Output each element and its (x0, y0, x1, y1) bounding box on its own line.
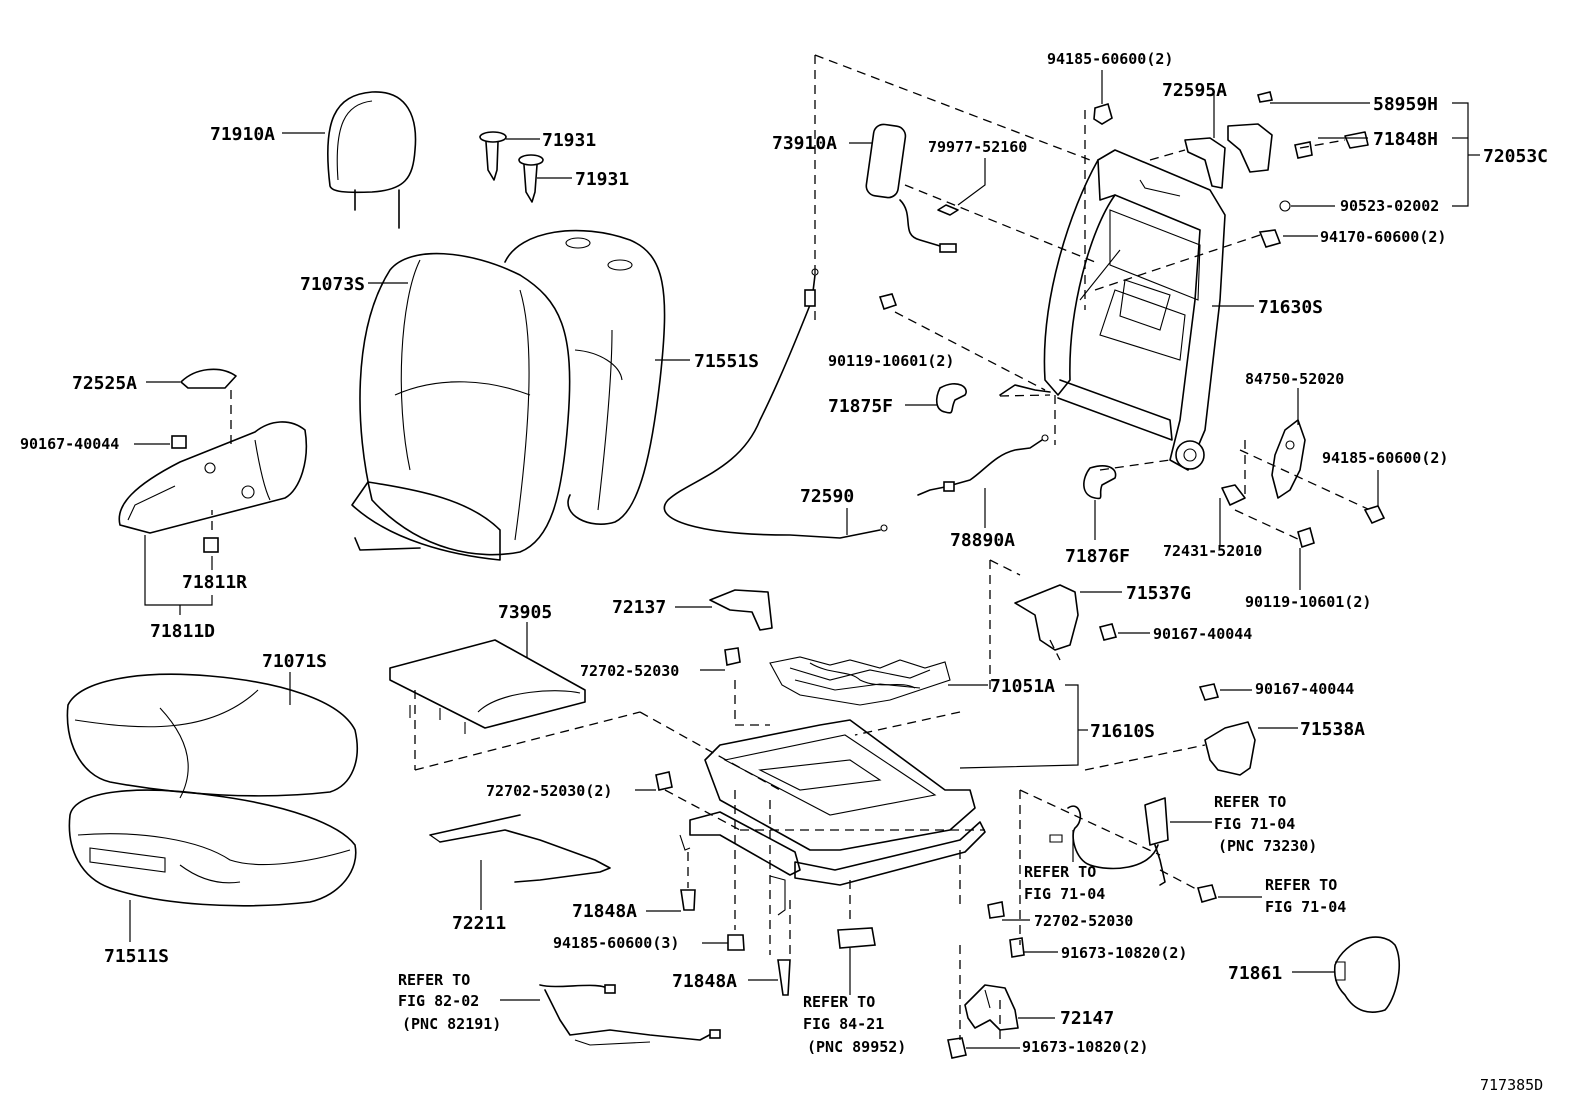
seat-springs-part[interactable] (769, 656, 951, 706)
label-91673-10820-upper[interactable]: 91673-10820(2) (1061, 944, 1187, 962)
refer-pnc-73230[interactable]: REFER TO FIG 71-04 (PNC 73230) (1214, 793, 1317, 855)
label-71811R[interactable]: 71811R (182, 572, 247, 593)
label-71848A-upper[interactable]: 71848A (572, 901, 637, 922)
seat-bracket-part[interactable] (709, 589, 773, 631)
label-90167-40044-left[interactable]: 90167-40044 (20, 435, 119, 453)
ref-89952-line2: FIG 84-21 (803, 1015, 884, 1033)
label-73910A[interactable]: 73910A (772, 133, 837, 154)
label-71071S[interactable]: 71071S (262, 651, 327, 672)
label-71551S[interactable]: 71551S (694, 351, 759, 372)
label-90167-40044-right[interactable]: 90167-40044 (1255, 680, 1354, 698)
label-73905[interactable]: 73905 (498, 602, 552, 623)
label-79977-52160[interactable]: 79977-52160 (928, 138, 1027, 156)
label-71073S[interactable]: 71073S (300, 274, 365, 295)
seat-board-part[interactable] (389, 639, 586, 734)
label-72595A[interactable]: 72595A (1162, 80, 1227, 101)
label-94185-60600-top[interactable]: 94185-60600(2) (1047, 50, 1173, 68)
label-71848A-lower[interactable]: 71848A (672, 971, 737, 992)
label-91673-10820-lower[interactable]: 91673-10820(2) (1022, 1038, 1148, 1056)
ref-73230-line2: FIG 71-04 (1214, 815, 1295, 833)
label-78890A[interactable]: 78890A (950, 530, 1015, 551)
ref-belt1-line1: REFER TO (1024, 863, 1096, 881)
label-90119-10601-lower[interactable]: 90119-10601(2) (1245, 593, 1371, 611)
ref-73230-line3: (PNC 73230) (1218, 837, 1317, 855)
label-72053C[interactable]: 72053C (1483, 146, 1548, 167)
frame-fasteners[interactable] (878, 91, 1369, 311)
refer-belt-bolt[interactable]: REFER TO FIG 71-04 (1265, 876, 1346, 916)
label-71875F[interactable]: 71875F (828, 396, 893, 417)
headrest-part[interactable] (326, 91, 417, 229)
label-84750-52020[interactable]: 84750-52020 (1245, 370, 1344, 388)
label-72147[interactable]: 72147 (1060, 1008, 1114, 1029)
label-71610S[interactable]: 71610S (1090, 721, 1155, 742)
label-71910A[interactable]: 71910A (210, 124, 275, 145)
seatback-pad-part[interactable] (504, 229, 666, 525)
seatback-cover-part[interactable] (351, 252, 571, 561)
ref-82191-line2: FIG 82-02 (398, 992, 479, 1010)
seat-cushion-pad-part[interactable] (68, 789, 357, 907)
label-71931-lower[interactable]: 71931 (575, 169, 629, 190)
label-94185-60600-3[interactable]: 94185-60600(3) (553, 934, 679, 952)
lower-fasteners[interactable] (655, 771, 1218, 1059)
ref-belt2-line1: REFER TO (1265, 876, 1337, 894)
label-94185-60600-mid[interactable]: 94185-60600(2) (1322, 449, 1448, 467)
label-71538A[interactable]: 71538A (1300, 719, 1365, 740)
ref-82191-line3: (PNC 82191) (402, 1015, 501, 1033)
buckle-part[interactable] (1049, 797, 1169, 886)
label-71051A[interactable]: 71051A (990, 676, 1055, 697)
release-cable-part[interactable] (663, 268, 888, 539)
cover-clips[interactable] (917, 383, 1117, 500)
side-airbag-part[interactable] (865, 123, 959, 253)
wire-harness-part[interactable] (539, 984, 721, 1046)
headrest-guide-part[interactable] (479, 131, 544, 203)
ref-belt2-line2: FIG 71-04 (1265, 898, 1346, 916)
seat-cushion-cover-part[interactable] (66, 673, 359, 799)
refer-pnc-82191[interactable]: REFER TO FIG 82-02 (PNC 82191) (398, 971, 501, 1033)
label-90167-40044-mid[interactable]: 90167-40044 (1153, 625, 1252, 643)
ref-73230-line1: REFER TO (1214, 793, 1286, 811)
ref-82191-line1: REFER TO (398, 971, 470, 989)
diagram-id: 717385D (1480, 1076, 1543, 1094)
label-72525A[interactable]: 72525A (72, 373, 137, 394)
lower-bracket-part[interactable] (964, 984, 1019, 1031)
label-71537G[interactable]: 71537G (1126, 583, 1191, 604)
recliner-parts[interactable] (1221, 419, 1386, 549)
seatback-frame-part[interactable] (1043, 149, 1226, 471)
recliner-knob-part[interactable] (1333, 936, 1400, 1013)
label-71848H[interactable]: 71848H (1373, 129, 1438, 150)
label-90119-10601-upper[interactable]: 90119-10601(2) (828, 352, 954, 370)
ref-89952-line1: REFER TO (803, 993, 875, 1011)
label-72702-52030-lower[interactable]: 72702-52030 (1034, 912, 1133, 930)
ref-belt1-line2: FIG 71-04 (1024, 885, 1105, 903)
frame-brackets[interactable] (1014, 584, 1256, 776)
label-71861[interactable]: 71861 (1228, 963, 1282, 984)
label-94170-60600[interactable]: 94170-60600(2) (1320, 228, 1446, 246)
side-shield-part[interactable] (118, 368, 308, 553)
ref-89952-line3: (PNC 89952) (807, 1038, 906, 1056)
label-71630S[interactable]: 71630S (1258, 297, 1323, 318)
label-72702-52030-upper[interactable]: 72702-52030 (580, 662, 679, 680)
refer-belt-wire[interactable]: REFER TO FIG 71-04 (1024, 863, 1105, 903)
label-72211[interactable]: 72211 (452, 913, 506, 934)
label-72431-52010[interactable]: 72431-52010 (1163, 542, 1262, 560)
label-72137[interactable]: 72137 (612, 597, 666, 618)
label-72702-52030-2[interactable]: 72702-52030(2) (486, 782, 612, 800)
refer-pnc-89952[interactable]: REFER TO FIG 84-21 (PNC 89952) (803, 993, 906, 1056)
seat-frame-part[interactable] (679, 719, 986, 916)
label-58959H[interactable]: 58959H (1373, 94, 1438, 115)
label-90523-02002[interactable]: 90523-02002 (1340, 197, 1439, 215)
label-71876F[interactable]: 71876F (1065, 546, 1130, 567)
label-71511S[interactable]: 71511S (104, 946, 169, 967)
seat-wire-part[interactable] (429, 814, 611, 883)
label-71811D[interactable]: 71811D (150, 621, 215, 642)
label-72590[interactable]: 72590 (800, 486, 854, 507)
label-71931-upper[interactable]: 71931 (542, 130, 596, 151)
